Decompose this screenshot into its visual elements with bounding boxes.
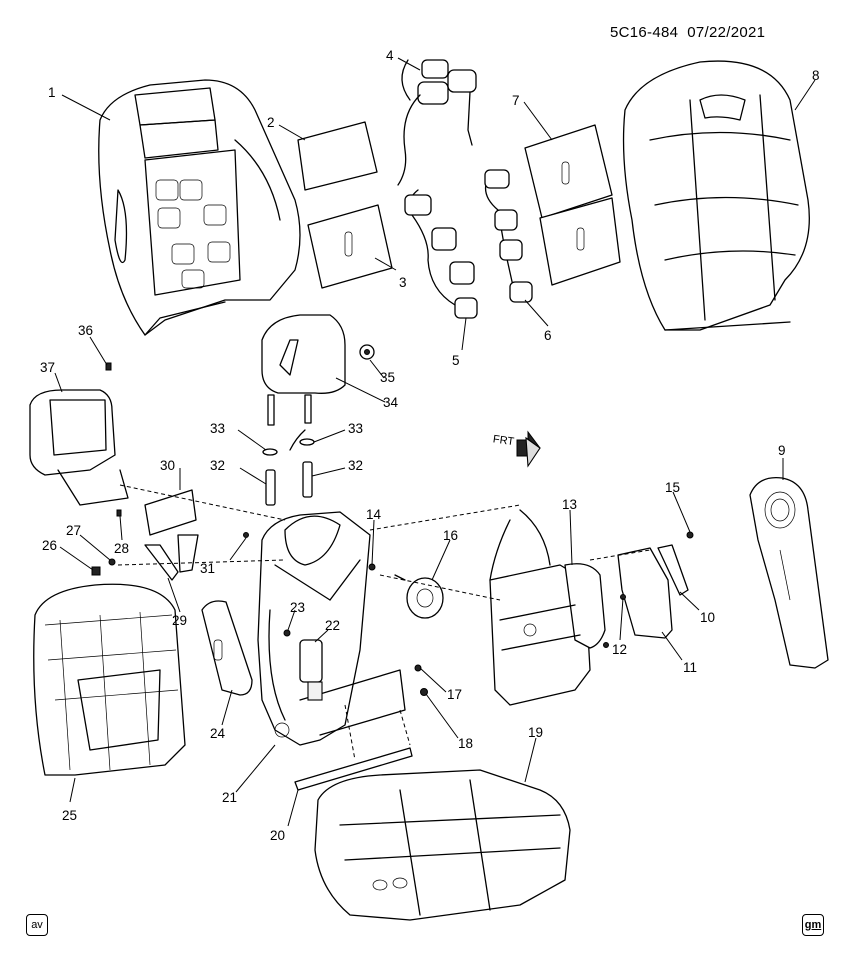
gm-logo-badge: gm xyxy=(802,914,824,936)
callout-7: 7 xyxy=(512,93,520,108)
callout-31: 31 xyxy=(200,561,215,576)
callout-36: 36 xyxy=(78,323,93,338)
callout-3: 3 xyxy=(399,275,407,290)
callout-26: 26 xyxy=(42,538,57,553)
callout-14: 14 xyxy=(366,507,382,522)
callout-28: 28 xyxy=(114,541,129,556)
callout-6: 6 xyxy=(544,328,552,343)
part-side-bolster xyxy=(201,600,253,696)
callout-19: 19 xyxy=(528,725,543,740)
diagram-reference: 5C16-484 xyxy=(610,24,679,41)
callout-1: 1 xyxy=(48,85,56,100)
part-trim-37 xyxy=(29,389,129,506)
callout-11: 11 xyxy=(683,660,697,675)
callout-30: 30 xyxy=(160,458,175,473)
callout-5: 5 xyxy=(452,353,460,368)
callout-9: 9 xyxy=(778,443,786,458)
callout-37: 37 xyxy=(40,360,55,375)
part-main-frame xyxy=(257,511,406,746)
callout-numbers: 1 2 3 4 5 6 7 8 9 10 11 12 13 14 15 16 1… xyxy=(40,48,820,843)
callout-25: 25 xyxy=(62,808,77,823)
callout-33-right: 33 xyxy=(348,421,363,436)
callout-8: 8 xyxy=(812,68,820,83)
callout-32-left: 32 xyxy=(210,458,225,473)
callout-27: 27 xyxy=(66,523,81,538)
part-rear-cover xyxy=(33,583,186,776)
part-headrest-guides xyxy=(262,429,315,506)
callout-24: 24 xyxy=(210,726,226,741)
front-direction-arrow: FRT xyxy=(492,430,541,468)
callout-12: 12 xyxy=(612,642,627,657)
callout-23: 23 xyxy=(290,600,305,615)
diagram-header: 5C16-484 07/22/2021 xyxy=(610,24,765,41)
explosion-lines xyxy=(117,484,651,761)
callout-13: 13 xyxy=(562,497,577,512)
callout-15: 15 xyxy=(665,480,680,495)
part-recline-motor xyxy=(299,639,323,701)
fasteners xyxy=(105,362,694,696)
part-foam-block xyxy=(144,489,197,536)
diagram-date: 07/22/2021 xyxy=(687,24,766,41)
part-headrest xyxy=(261,314,346,426)
part-heater-pad-upper xyxy=(297,121,378,191)
av-badge: av xyxy=(26,914,48,936)
part-seatback-frame xyxy=(98,79,301,336)
part-harness-upper xyxy=(397,59,477,186)
callout-29: 29 xyxy=(172,613,187,628)
part-recliner-frame xyxy=(489,509,606,706)
part-seatback-cover xyxy=(622,60,810,331)
part-clips-26-27 xyxy=(91,558,116,576)
callout-20: 20 xyxy=(270,828,285,843)
callout-2: 2 xyxy=(267,115,275,130)
callout-34: 34 xyxy=(383,395,399,410)
front-label: FRT xyxy=(492,433,515,448)
part-harness-lower-left xyxy=(404,189,478,319)
part-back-panel xyxy=(749,476,829,669)
callout-21: 21 xyxy=(222,790,237,805)
part-seat-cushion xyxy=(294,747,571,921)
part-lumbar-motor xyxy=(394,574,444,619)
callout-32-right: 32 xyxy=(348,458,363,473)
part-heater-pads-right xyxy=(524,124,621,286)
callout-10: 10 xyxy=(700,610,715,625)
callout-18: 18 xyxy=(458,736,473,751)
callout-16: 16 xyxy=(443,528,458,543)
callout-35: 35 xyxy=(380,370,395,385)
part-heater-pad-lower xyxy=(307,204,393,289)
callout-4: 4 xyxy=(386,48,394,63)
callout-17: 17 xyxy=(447,687,462,702)
callout-leaders xyxy=(54,57,816,827)
part-headrest-guide-cap xyxy=(359,344,375,360)
part-harness-lower-right xyxy=(484,169,533,303)
callout-22: 22 xyxy=(325,618,340,633)
callout-33-left: 33 xyxy=(210,421,225,436)
part-side-trim xyxy=(617,544,689,639)
